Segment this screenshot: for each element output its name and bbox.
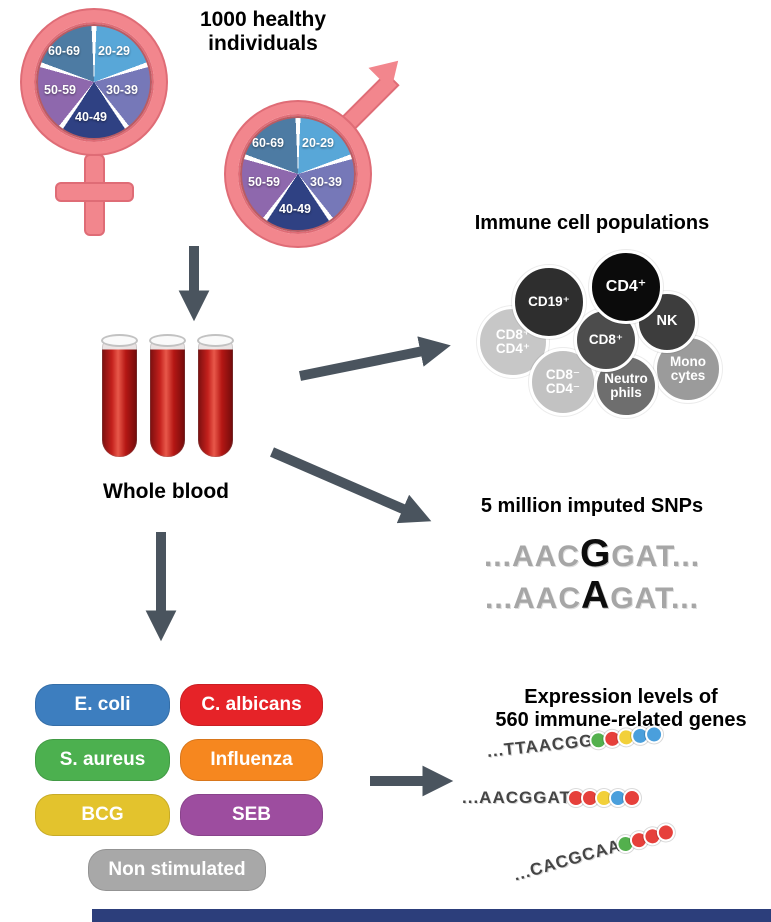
expression-title-line2: 560 immune-related genes xyxy=(495,709,747,731)
age-label-40-49: 40-49 xyxy=(75,110,107,124)
stimulus-pill-influenza: Influenza xyxy=(180,739,323,781)
stimulus-pill-bcg: BCG xyxy=(35,794,170,836)
female-ring: 20-29 30-39 40-49 50-59 60-69 xyxy=(22,10,166,154)
snp-sequence-row: ...AACGGAT... xyxy=(436,532,748,575)
gene-sequence: ...AACGGAT xyxy=(462,788,571,807)
tube-body xyxy=(198,340,233,457)
female-cross-horizontal xyxy=(57,184,132,200)
stimulus-pill-seb: SEB xyxy=(180,794,323,836)
snp-pre: ...AAC xyxy=(483,540,580,573)
blood-tube xyxy=(101,334,138,458)
blood-tubes-group xyxy=(101,334,241,464)
blood-tube xyxy=(149,334,186,458)
snps-title: 5 million imputed SNPs xyxy=(480,495,704,517)
gene-row: ...AACGGAT xyxy=(462,788,641,808)
expression-title: Expression levels of 560 immune-related … xyxy=(478,686,764,732)
arrow-blood-to-cells xyxy=(299,336,451,381)
tube-body xyxy=(150,340,185,457)
cell-monocytes: Mono cytes xyxy=(654,335,722,403)
age-label-20-29: 20-29 xyxy=(98,44,130,58)
age-label-20-29: 20-29 xyxy=(302,136,334,150)
tube-body xyxy=(102,340,137,457)
tube-rim xyxy=(149,334,186,347)
arrow-blood-to-snps xyxy=(270,447,432,524)
cell-cd8neg-cd4neg: CD8⁻ CD4⁻ xyxy=(529,348,597,416)
tube-rim xyxy=(101,334,138,347)
page-title: 1000 healthy individuals xyxy=(199,8,327,56)
stimulus-pill-saureus: S. aureus xyxy=(35,739,170,781)
snp-post: GAT... xyxy=(610,582,699,615)
age-label-60-69: 60-69 xyxy=(252,136,284,150)
snp-sequences: ...AACGGAT... ...AACAGAT... xyxy=(436,532,748,617)
age-label-40-49: 40-49 xyxy=(279,202,311,216)
bottom-banner xyxy=(92,909,771,922)
female-symbol: 20-29 30-39 40-49 50-59 60-69 xyxy=(22,10,172,240)
age-label-30-39: 30-39 xyxy=(106,83,138,97)
male-symbol: 20-29 30-39 40-49 50-59 60-69 xyxy=(226,30,426,250)
whole-blood-label: Whole blood xyxy=(103,480,229,503)
stimulus-pill-ecoli: E. coli xyxy=(35,684,170,726)
tube-rim xyxy=(197,334,234,347)
cell-cd4: CD4⁺ xyxy=(589,250,663,324)
snp-pre: ...AAC xyxy=(485,582,582,615)
snp-post: GAT... xyxy=(611,540,701,573)
gene-bead xyxy=(622,789,641,807)
age-label-30-39: 30-39 xyxy=(310,175,342,189)
age-label-60-69: 60-69 xyxy=(48,44,80,58)
male-age-pie: 20-29 30-39 40-49 50-59 60-69 xyxy=(240,116,356,232)
snp-sequence-row: ...AACAGAT... xyxy=(436,574,748,617)
male-ring: 20-29 30-39 40-49 50-59 60-69 xyxy=(226,102,370,246)
stimulus-pill-nonstimulated: Non stimulated xyxy=(88,849,266,891)
snp-allele: G xyxy=(579,532,612,575)
stimulus-pill-calbicans: C. albicans xyxy=(180,684,323,726)
female-age-pie: 20-29 30-39 40-49 50-59 60-69 xyxy=(36,24,152,140)
age-label-50-59: 50-59 xyxy=(248,175,280,189)
snp-allele: A xyxy=(581,574,611,617)
cell-cd19: CD19⁺ xyxy=(512,265,586,339)
age-label-50-59: 50-59 xyxy=(44,83,76,97)
blood-tube xyxy=(197,334,234,458)
expression-title-line1: Expression levels of xyxy=(524,686,718,708)
immune-title: Immune cell populations xyxy=(474,212,710,234)
